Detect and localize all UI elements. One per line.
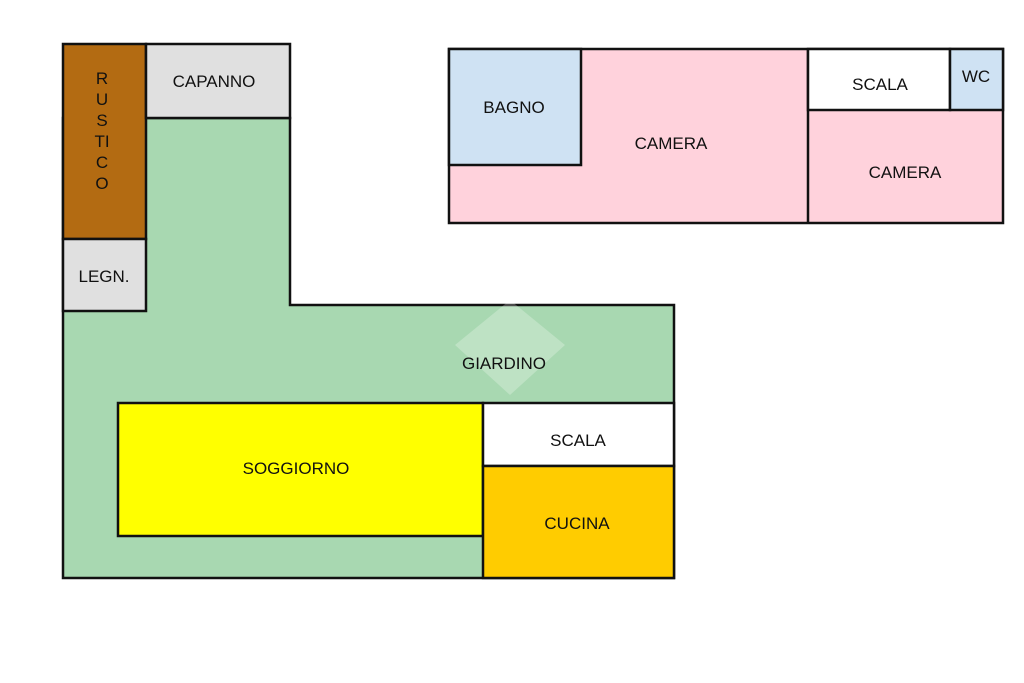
room-scala-upper — [806, 47, 952, 112]
label-bagno: BAGNO — [483, 98, 544, 117]
label-scala-upper: SCALA — [852, 75, 908, 94]
room-soggiorno — [116, 401, 485, 538]
label-camera-1: CAMERA — [635, 134, 708, 153]
label-rustico: RUSTICO — [94, 69, 110, 193]
room-legnaia — [61, 237, 148, 313]
label-legnaia: LEGN. — [78, 267, 129, 286]
room-bagno — [447, 47, 583, 167]
label-wc: WC — [962, 67, 990, 86]
label-giardino: GIARDINO — [462, 354, 546, 373]
label-cucina: CUCINA — [544, 514, 610, 533]
room-wc — [948, 47, 1005, 112]
label-soggiorno: SOGGIORNO — [243, 459, 350, 478]
label-capanno: CAPANNO — [173, 72, 256, 91]
watermark-logo — [455, 300, 565, 395]
label-scala-ground: SCALA — [550, 431, 606, 450]
room-capanno — [144, 42, 292, 120]
label-camera-2: CAMERA — [869, 163, 942, 182]
room-cucina — [481, 464, 676, 580]
room-rustico — [61, 42, 148, 241]
